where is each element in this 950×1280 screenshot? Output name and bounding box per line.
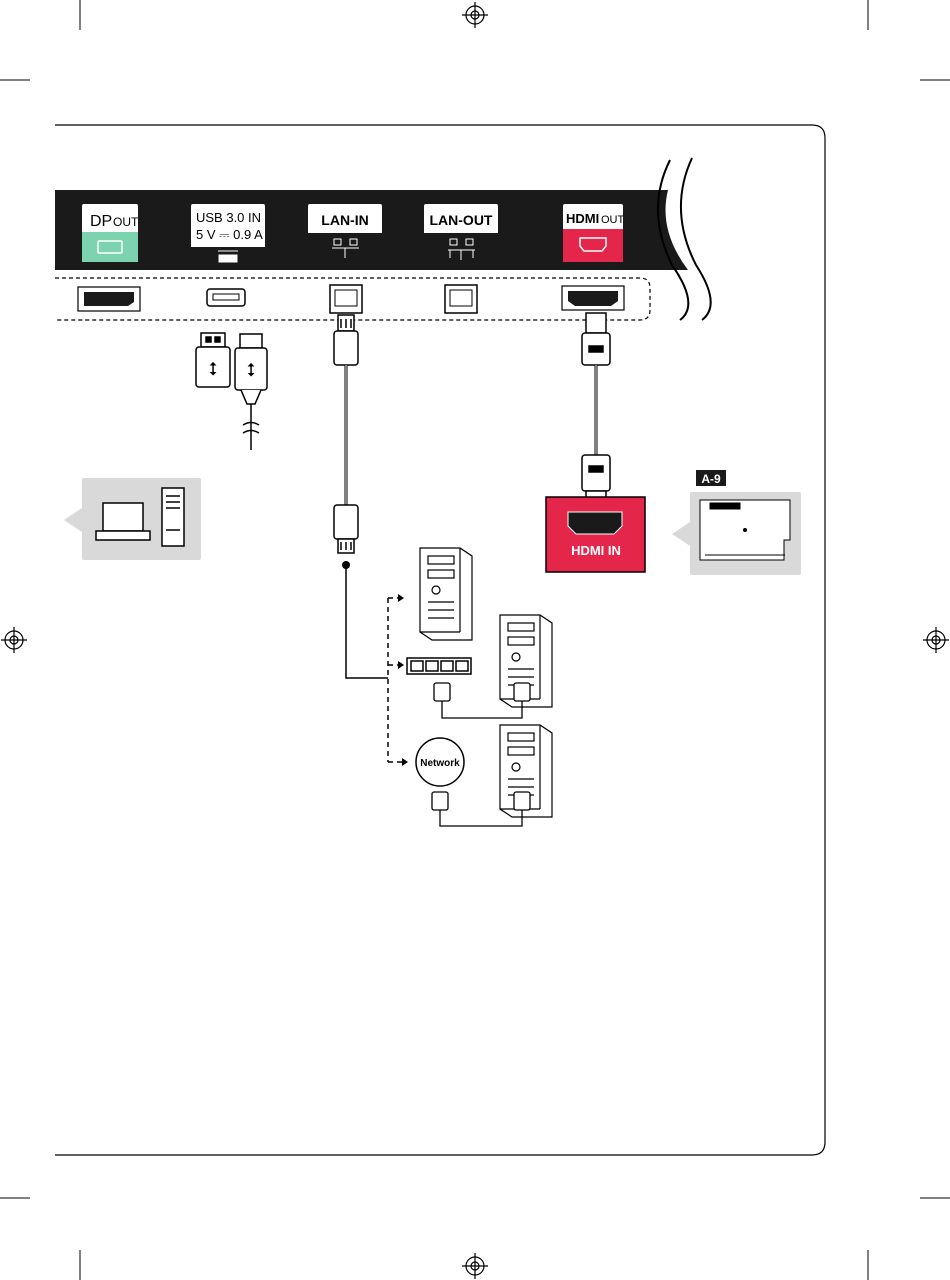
laptop-icon [96, 503, 150, 540]
registration-mark-icon [462, 2, 488, 28]
lan-plug-icon [334, 315, 358, 505]
port-label-usb: USB 3.0 IN 5 V ⎓ 0.9 A [191, 204, 265, 266]
network-node: Network [416, 738, 464, 786]
lan-out-port [445, 285, 477, 313]
hdmi-label-main: HDMI [566, 211, 599, 226]
dp-label-sub: OUT [113, 215, 139, 229]
usb-plug-icon: ⭥ [196, 333, 230, 387]
network-label: Network [420, 758, 460, 769]
registration-mark-icon [462, 1253, 488, 1279]
svg-text:⭥: ⭥ [246, 360, 256, 380]
dp-label-main: DP [90, 213, 112, 230]
lan-plug-icon [432, 792, 530, 826]
callout-badge: A-9 [701, 472, 721, 486]
lan-plug-icon [334, 505, 358, 553]
svg-text:⭥: ⭥ [208, 359, 218, 379]
source-device-callout [64, 478, 201, 560]
usb-label-line2: 5 V ⎓ 0.9 A [196, 227, 263, 242]
usb-plug-icon: ⭥ [235, 334, 267, 450]
lan-branch-lines [388, 598, 402, 762]
arrow-heads [398, 594, 408, 766]
hdmi-plug-icon [582, 313, 610, 505]
dp-port [78, 287, 140, 311]
registration-mark-icon [923, 627, 949, 653]
usb-port [207, 289, 245, 306]
desktop-tower-icon [162, 488, 184, 546]
hdmi-in-label: HDMI IN [571, 543, 621, 558]
registration-mark-icon [1, 627, 27, 653]
port-label-lan-out: LAN-OUT [424, 204, 498, 266]
lan-plug-icon [434, 683, 530, 718]
usb-label-line1: USB 3.0 IN [196, 210, 261, 225]
port-label-dp-out: DP OUT [82, 204, 139, 262]
hdmi-in-box: HDMI IN [546, 497, 645, 572]
hdmi-out-port [562, 286, 624, 310]
lan-wire [346, 565, 388, 678]
lan-in-port [330, 285, 362, 313]
hdmi-label-sub: OUT [601, 214, 625, 226]
port-label-hdmi-out: HDMI OUT [563, 204, 625, 262]
port-label-lan-in: LAN-IN [308, 204, 382, 266]
pc-tower-icon [420, 548, 472, 640]
network-switch-icon [407, 658, 471, 674]
board-callout: A-9 [672, 470, 801, 575]
lan-in-label: LAN-IN [321, 212, 368, 228]
lan-out-label: LAN-OUT [430, 212, 493, 228]
circuit-board-icon [700, 500, 790, 560]
